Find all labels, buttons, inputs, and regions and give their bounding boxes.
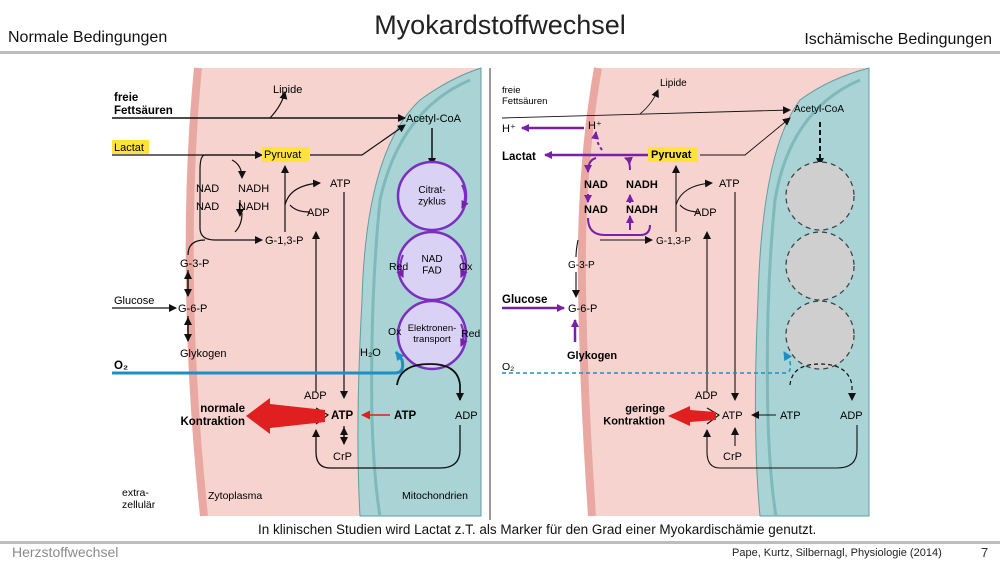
atp-center-label: ATP <box>722 410 743 422</box>
contraction-arrow-normal <box>246 398 325 434</box>
atp-glycolysis-label: ATP <box>330 178 351 190</box>
cell-membrane <box>577 67 602 517</box>
footer-reference: Pape, Kurtz, Silbernagl, Physiologie (20… <box>732 547 942 559</box>
glucose-label: Glucose <box>502 294 547 306</box>
zytoplasma-label: Zytoplasma <box>208 490 262 502</box>
clinical-note: In klinischen Studien wird Lactat z.T. a… <box>258 522 817 537</box>
adp-mito-label: ADP <box>840 410 863 422</box>
left-panel-heading: Normale Bedingungen <box>8 29 168 46</box>
mitochondrion-inner-membrane <box>765 78 861 517</box>
adp-mito-label: ADP <box>455 410 478 422</box>
nad-label: NAD <box>196 183 219 195</box>
collapsed-cycle-circle <box>785 161 855 231</box>
ox-label: Ox <box>459 261 473 273</box>
adp-label: ADP <box>695 390 718 402</box>
lactat-label: Lactat <box>114 142 144 154</box>
mitochondrien-label: Mitochondrien <box>402 490 468 502</box>
crp-label: CrP <box>723 451 742 463</box>
h-plus-label: H⁺ <box>502 123 516 135</box>
red-label: Red <box>461 328 480 340</box>
nad-label: NAD <box>584 179 608 191</box>
adp-glycolysis-label: ADP <box>694 207 717 219</box>
glucose-label: Glucose <box>114 295 154 307</box>
nadh-label: NADH <box>626 179 658 191</box>
pyruvat-label: Pyruvat <box>651 149 692 161</box>
acetyl-coa-label: Acetyl-CoA <box>794 104 844 115</box>
citrat-label: Citrat-zyklus <box>418 185 446 208</box>
extracellular-area <box>108 68 204 516</box>
lactat-highlight <box>112 140 149 154</box>
pyruvat-highlight <box>648 147 698 162</box>
ox-label: Ox <box>388 326 402 338</box>
nad-label: NAD <box>196 201 219 213</box>
g13p-label: G-1,3-P <box>656 236 691 247</box>
g3p-label: G-3-P <box>180 258 209 270</box>
nadh-label: NADH <box>238 183 269 195</box>
header-divider <box>0 51 1000 54</box>
footer-divider <box>0 541 1000 544</box>
g6p-label: G-6-P <box>178 303 207 315</box>
contraction-arrow-ischemic <box>668 406 716 426</box>
lipide-label: Lipide <box>273 84 302 96</box>
page-number: 7 <box>981 545 989 560</box>
nadh-label: NADH <box>238 201 269 213</box>
atp-center-label: ATP <box>331 410 353 422</box>
h2o-label: H₂O <box>360 347 381 359</box>
electron-transport-label: Elektronen-transport <box>408 323 457 345</box>
slide-title: Myokardstoffwechsel <box>374 10 626 40</box>
atp-glycolysis-label: ATP <box>719 178 740 190</box>
nad-label: NAD <box>584 204 608 216</box>
pyruvat-label: Pyruvat <box>264 149 301 161</box>
electron-transport-cycle <box>396 299 468 371</box>
glykogen-label: Glykogen <box>180 348 226 360</box>
extracellular-label: extra-zellulär <box>122 487 156 511</box>
lipide-label: Lipide <box>660 78 687 89</box>
extracellular-area <box>498 68 598 516</box>
o2-label: O₂ <box>502 361 514 373</box>
g6p-label: G-6-P <box>568 303 597 315</box>
g13p-label: G-1,3-P <box>265 235 304 247</box>
crp-label: CrP <box>333 451 352 463</box>
adp-glycolysis-label: ADP <box>307 207 330 219</box>
g3p-label: G-3-P <box>568 260 595 271</box>
h-plus-label: H⁺ <box>588 120 602 132</box>
lactat-label: Lactat <box>502 151 536 163</box>
glykogen-label: Glykogen <box>567 350 617 362</box>
adp-label: ADP <box>304 390 327 402</box>
acetyl-coa-label: Acetyl-CoA <box>406 113 462 125</box>
pyruvat-highlight <box>262 147 309 162</box>
atp-mito-label: ATP <box>780 410 801 422</box>
collapsed-cycle-circle <box>785 300 855 370</box>
footer-topic: Herzstoffwechsel <box>12 544 119 560</box>
red-label: Red <box>389 261 408 273</box>
collapsed-cycle-circle <box>785 231 855 301</box>
mitochondrion-inner-membrane <box>370 78 471 517</box>
right-panel-heading: Ischämische Bedingungen <box>804 31 992 48</box>
atp-mito-label: ATP <box>394 410 416 422</box>
o2-label: O₂ <box>114 360 128 372</box>
nadh-label: NADH <box>626 204 658 216</box>
